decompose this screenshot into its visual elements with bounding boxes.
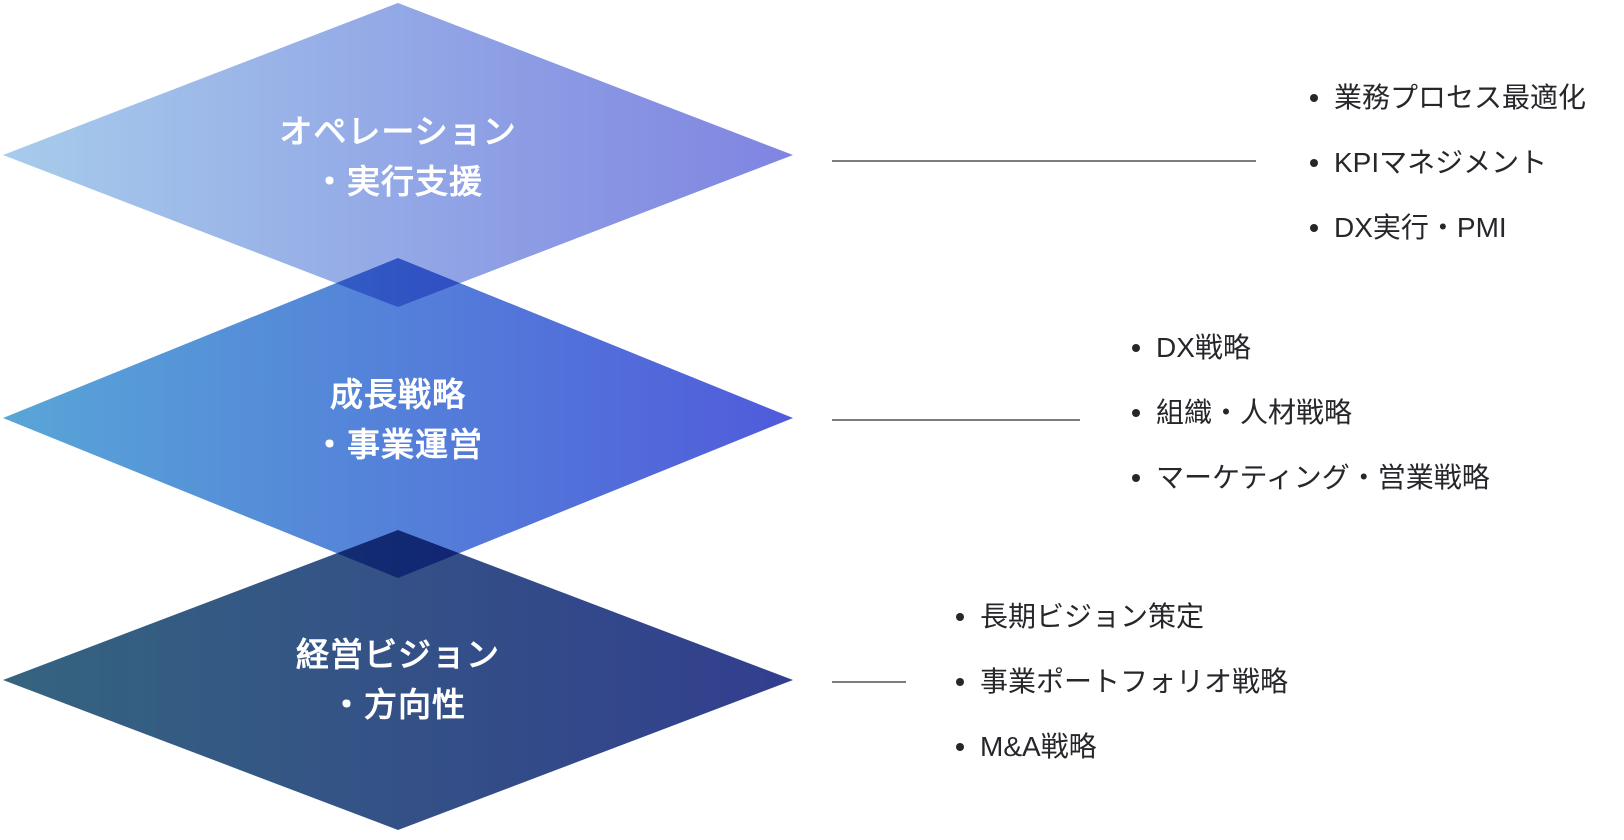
list-item-label: マーケティング・営業戦略 bbox=[1156, 462, 1490, 493]
bullet-icon bbox=[956, 678, 964, 686]
list-item: KPIマネジメント bbox=[1310, 145, 1586, 181]
diamond-operation-layer bbox=[3, 3, 793, 307]
bullet-icon bbox=[1132, 344, 1140, 352]
list-item: 長期ビジョン策定 bbox=[956, 599, 1288, 635]
bullet-icon bbox=[1132, 474, 1140, 482]
growth-bullet-list: DX戦略 組織・人材戦略 マーケティング・営業戦略 bbox=[1132, 330, 1490, 496]
list-item-label: 長期ビジョン策定 bbox=[980, 601, 1205, 632]
list-item: マーケティング・営業戦略 bbox=[1132, 460, 1490, 496]
vision-connector-line bbox=[832, 681, 906, 683]
diamond-vision-layer bbox=[3, 530, 793, 830]
bullet-icon bbox=[1310, 159, 1318, 167]
bullet-icon bbox=[1132, 409, 1140, 417]
operation-bullet-list: 業務プロセス最適化 KPIマネジメント DX実行・PMI bbox=[1310, 80, 1586, 246]
list-item: DX戦略 bbox=[1132, 330, 1490, 366]
list-item-label: DX実行・PMI bbox=[1334, 212, 1507, 243]
list-item: 組織・人材戦略 bbox=[1132, 395, 1490, 431]
bullet-icon bbox=[1310, 94, 1318, 102]
list-item-label: 事業ポートフォリオ戦略 bbox=[980, 666, 1289, 697]
operation-connector-line bbox=[832, 160, 1256, 162]
vision-bullet-list: 長期ビジョン策定 事業ポートフォリオ戦略 M&A戦略 bbox=[956, 599, 1288, 765]
list-item-label: DX戦略 bbox=[1156, 332, 1251, 363]
list-item-label: M&A戦略 bbox=[980, 731, 1097, 762]
list-item: M&A戦略 bbox=[956, 729, 1288, 765]
list-item: 事業ポートフォリオ戦略 bbox=[956, 664, 1288, 700]
bullet-icon bbox=[1310, 224, 1318, 232]
bullet-icon bbox=[956, 613, 964, 621]
bullet-icon bbox=[956, 743, 964, 751]
list-item-label: 業務プロセス最適化 bbox=[1334, 82, 1587, 113]
list-item-label: 組織・人材戦略 bbox=[1156, 397, 1353, 428]
list-item: DX実行・PMI bbox=[1310, 210, 1586, 246]
list-item: 業務プロセス最適化 bbox=[1310, 80, 1586, 116]
list-item-label: KPIマネジメント bbox=[1334, 147, 1548, 178]
growth-connector-line bbox=[832, 419, 1080, 421]
diamond-growth-layer bbox=[3, 258, 793, 578]
